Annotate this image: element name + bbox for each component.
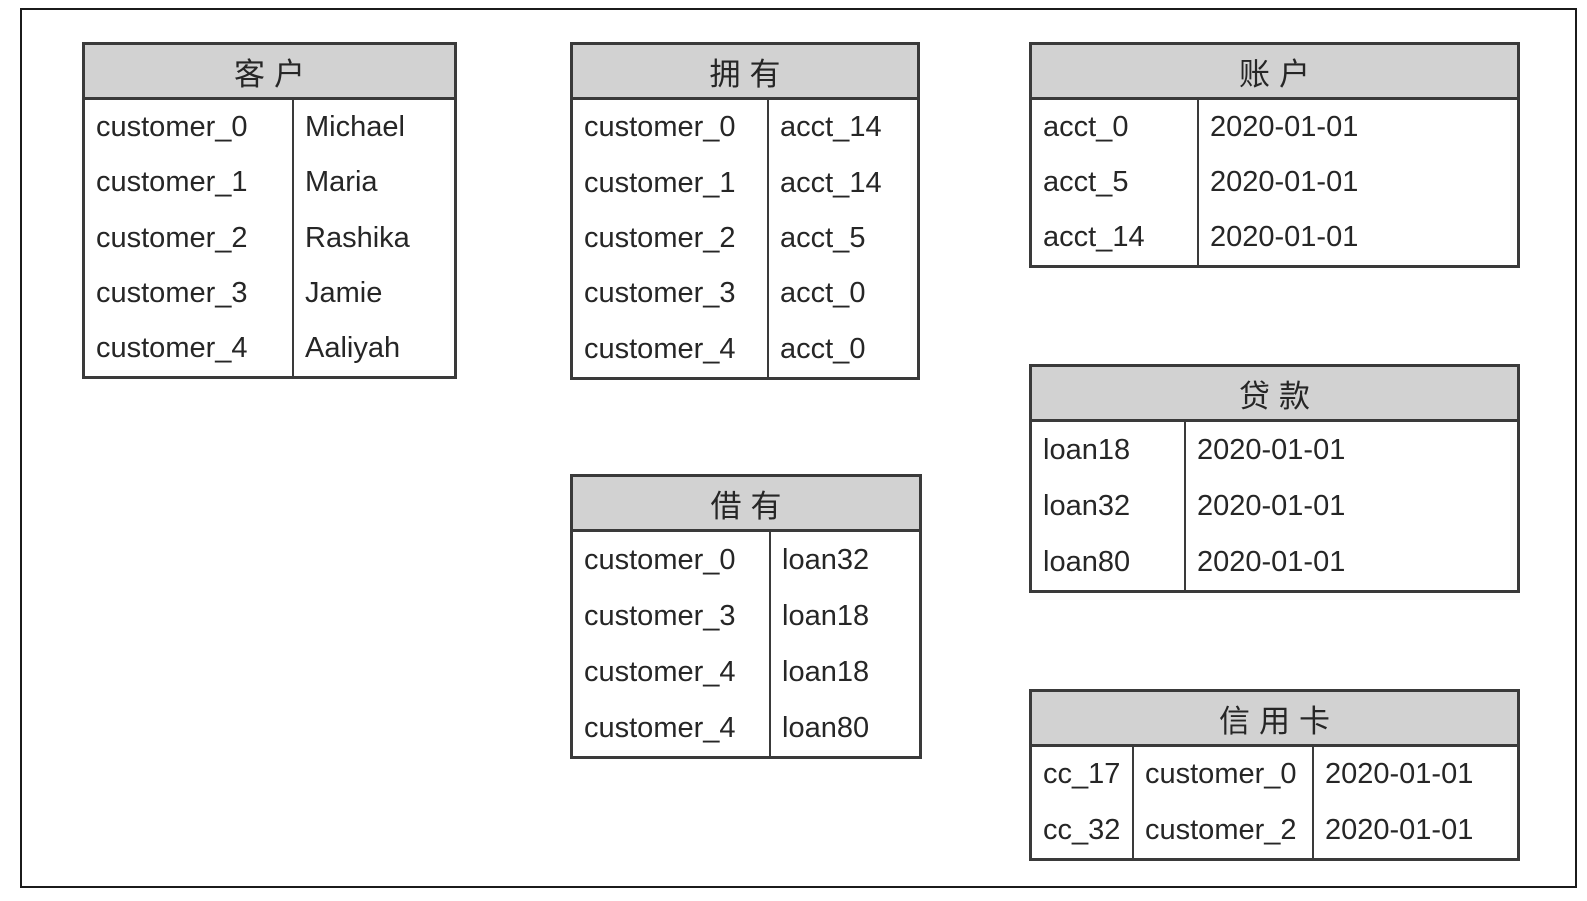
table-cell: 2020-01-01 [1325,813,1474,846]
table-cell: acct_14 [780,111,882,144]
table-cell: customer_1 [96,166,248,199]
table-account-col-id: acct_0 acct_5 acct_14 [1032,100,1197,265]
table-customer-title: 客户 [85,45,454,100]
table-owns-title: 拥有 [573,45,917,100]
table-cell: customer_4 [96,331,248,364]
table-cell: customer_4 [584,655,736,688]
table-cell: customer_2 [584,222,736,255]
table-cell: customer_0 [584,543,736,576]
table-account-col-date: 2020-01-01 2020-01-01 2020-01-01 [1197,100,1517,265]
table-loan: 贷款 loan18 loan32 loan80 2020-01-01 2020-… [1029,364,1520,593]
table-credit-card-col-date: 2020-01-01 2020-01-01 [1312,747,1517,858]
table-customer-body: customer_0 customer_1 customer_2 custome… [85,100,454,376]
table-cell: Rashika [305,221,410,254]
table-cell: customer_0 [96,111,248,144]
table-loan-col-id: loan18 loan32 loan80 [1032,422,1184,590]
table-customer-col-id: customer_0 customer_1 customer_2 custome… [85,100,292,376]
table-cell: 2020-01-01 [1210,221,1359,253]
table-cell: customer_3 [584,277,736,310]
table-cell: loan32 [1043,489,1131,522]
table-cell: acct_5 [1043,166,1129,198]
table-cell: loan80 [1043,545,1131,578]
table-cell: customer_2 [1145,813,1297,846]
table-cell: Maria [305,166,378,199]
table-cell: Aaliyah [305,331,401,364]
table-cell: customer_2 [96,221,248,254]
table-borrows-col-customer: customer_0 customer_3 customer_4 custome… [573,532,769,756]
table-loan-title: 贷款 [1032,367,1517,422]
table-cell: loan18 [782,655,870,688]
table-cell: Jamie [305,276,383,309]
table-cell: acct_14 [780,166,882,199]
table-cell: customer_3 [96,276,248,309]
table-cell: acct_0 [1043,111,1129,143]
table-borrows: 借有 customer_0 customer_3 customer_4 cust… [570,474,922,759]
table-account: 账户 acct_0 acct_5 acct_14 2020-01-01 2020… [1029,42,1520,268]
table-credit-card: 信用卡 cc_17 cc_32 customer_0 customer_2 20… [1029,689,1520,861]
table-cell: customer_0 [584,111,736,144]
table-cell: customer_0 [1145,758,1297,791]
table-cell: loan80 [782,711,870,744]
table-owns: 拥有 customer_0 customer_1 customer_2 cust… [570,42,920,380]
table-cell: acct_0 [780,277,866,310]
table-cell: Michael [305,111,405,144]
table-cell: 2020-01-01 [1197,545,1346,578]
table-account-body: acct_0 acct_5 acct_14 2020-01-01 2020-01… [1032,100,1517,265]
table-credit-card-title: 信用卡 [1032,692,1517,747]
table-cell: customer_4 [584,711,736,744]
table-cell: cc_32 [1043,813,1121,846]
table-borrows-col-loan: loan32 loan18 loan18 loan80 [769,532,919,756]
table-cell: customer_3 [584,599,736,632]
table-cell: acct_5 [780,222,866,255]
table-credit-card-body: cc_17 cc_32 customer_0 customer_2 2020-0… [1032,747,1517,858]
table-cell: cc_17 [1043,758,1121,791]
table-cell: 2020-01-01 [1197,433,1346,466]
table-cell: acct_14 [1043,221,1145,253]
table-cell: loan18 [782,599,870,632]
table-loan-body: loan18 loan32 loan80 2020-01-01 2020-01-… [1032,422,1517,590]
table-cell: customer_1 [584,166,736,199]
table-account-title: 账户 [1032,45,1517,100]
table-borrows-body: customer_0 customer_3 customer_4 custome… [573,532,919,756]
outer-frame: 客户 customer_0 customer_1 customer_2 cust… [20,8,1577,888]
table-customer-col-name: Michael Maria Rashika Jamie Aaliyah [292,100,454,376]
table-cell: 2020-01-01 [1197,489,1346,522]
table-cell: loan32 [782,543,870,576]
table-owns-body: customer_0 customer_1 customer_2 custome… [573,100,917,377]
table-cell: acct_0 [780,332,866,365]
table-loan-col-date: 2020-01-01 2020-01-01 2020-01-01 [1184,422,1517,590]
table-customer: 客户 customer_0 customer_1 customer_2 cust… [82,42,457,379]
table-cell: 2020-01-01 [1325,758,1474,791]
table-cell: 2020-01-01 [1210,111,1359,143]
table-owns-col-customer: customer_0 customer_1 customer_2 custome… [573,100,767,377]
table-credit-card-col-customer: customer_0 customer_2 [1132,747,1312,858]
table-cell: loan18 [1043,433,1131,466]
table-owns-col-account: acct_14 acct_14 acct_5 acct_0 acct_0 [767,100,917,377]
table-borrows-title: 借有 [573,477,919,532]
table-cell: customer_4 [584,332,736,365]
table-credit-card-col-id: cc_17 cc_32 [1032,747,1132,858]
table-cell: 2020-01-01 [1210,166,1359,198]
